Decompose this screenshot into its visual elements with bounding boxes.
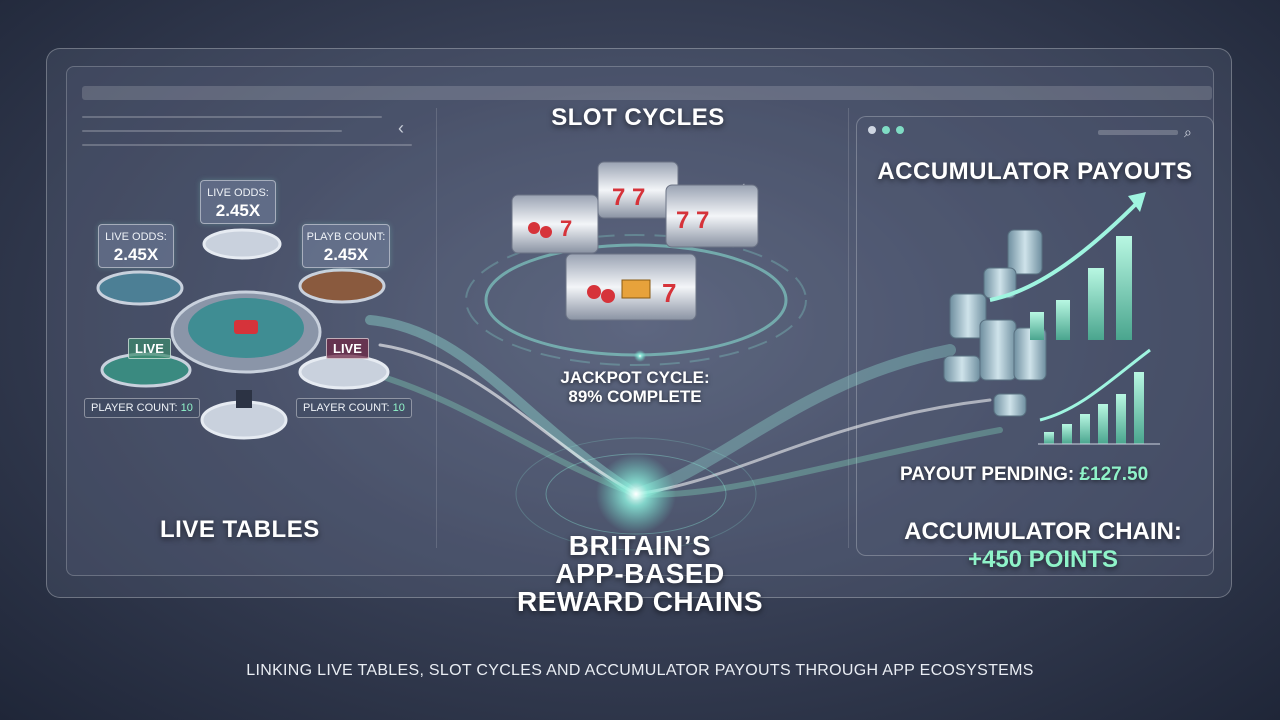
- address-bar: [82, 86, 1212, 100]
- player-count-left: Player count: 10: [84, 398, 200, 418]
- growth-chart-top: [1030, 236, 1132, 340]
- player-count-value: 2.45x: [323, 245, 369, 264]
- slot-machine-center: 7: [565, 253, 697, 321]
- center-title-line: Britain’s: [568, 530, 712, 561]
- odds-label: Live odds:: [207, 187, 269, 199]
- payout-label: Payout pending:: [900, 464, 1075, 485]
- player-count-number: 10: [180, 402, 193, 414]
- odds-value: 2.45x: [215, 201, 261, 220]
- text-lines-placeholder: [82, 116, 412, 158]
- center-title: Britain’s App-Based Reward Chains: [498, 532, 782, 616]
- live-tables-title: Live Tables: [160, 516, 320, 543]
- player-count-card: Playb count: 2.45x: [302, 224, 390, 268]
- slot-machine-left: 7: [511, 194, 599, 254]
- coin-stacks: [943, 229, 1047, 417]
- accumulator-payouts-title: Accumulator Payouts: [877, 158, 1193, 185]
- panel-bar: [1098, 130, 1178, 135]
- center-title-line: Reward Chains: [516, 586, 764, 617]
- slot-machine-top: 7 7: [597, 161, 679, 219]
- player-count-label: Player count:: [91, 402, 178, 414]
- player-count-label: Player count:: [303, 402, 390, 414]
- jackpot-label: Jackpot cycle:: [560, 368, 710, 387]
- svg-text:7: 7: [662, 278, 676, 308]
- player-count-label: Playb count:: [306, 231, 386, 243]
- odds-label: Live odds:: [105, 231, 167, 243]
- caption: Linking live tables, slot cycles and acc…: [246, 662, 1034, 679]
- center-title-line: App-Based: [555, 558, 725, 589]
- chain-label: Accumulator chain:: [904, 518, 1182, 545]
- growth-chart-bottom: [1044, 372, 1144, 444]
- column-divider-right: [848, 108, 849, 548]
- jackpot-status: Jackpot cycle: 89% complete: [530, 368, 740, 406]
- slot-machine-right: 7 7: [665, 184, 759, 248]
- column-divider-left: [436, 108, 437, 548]
- accumulator-chain: Accumulator chain: +450 points: [884, 518, 1202, 574]
- slot-cycles-title: Slot Cycles: [551, 104, 725, 131]
- odds-card-left: Live odds: 2.45x: [98, 224, 174, 268]
- svg-text:7: 7: [560, 216, 572, 241]
- live-badge-right: Live: [326, 338, 369, 359]
- jackpot-progress-text: 89% complete: [568, 387, 702, 406]
- payout-value: £127.50: [1079, 464, 1149, 485]
- chain-points: +450 points: [967, 546, 1119, 573]
- chevron-left-icon[interactable]: ‹: [398, 118, 404, 138]
- player-count-number: 10: [392, 402, 405, 414]
- search-icon[interactable]: ⌕: [1184, 124, 1192, 140]
- svg-text:7 7: 7 7: [612, 184, 645, 211]
- window-dots: [868, 126, 904, 134]
- odds-value: 2.45x: [113, 245, 159, 264]
- odds-card-top: Live odds: 2.45x: [200, 180, 276, 224]
- live-badge-left: Live: [128, 338, 171, 359]
- svg-text:7 7: 7 7: [676, 207, 709, 234]
- payout-pending: Payout pending: £127.50: [900, 464, 1190, 486]
- live-table-center: [170, 290, 322, 374]
- glow-node: [596, 454, 676, 534]
- player-count-right: Player count: 10: [296, 398, 412, 418]
